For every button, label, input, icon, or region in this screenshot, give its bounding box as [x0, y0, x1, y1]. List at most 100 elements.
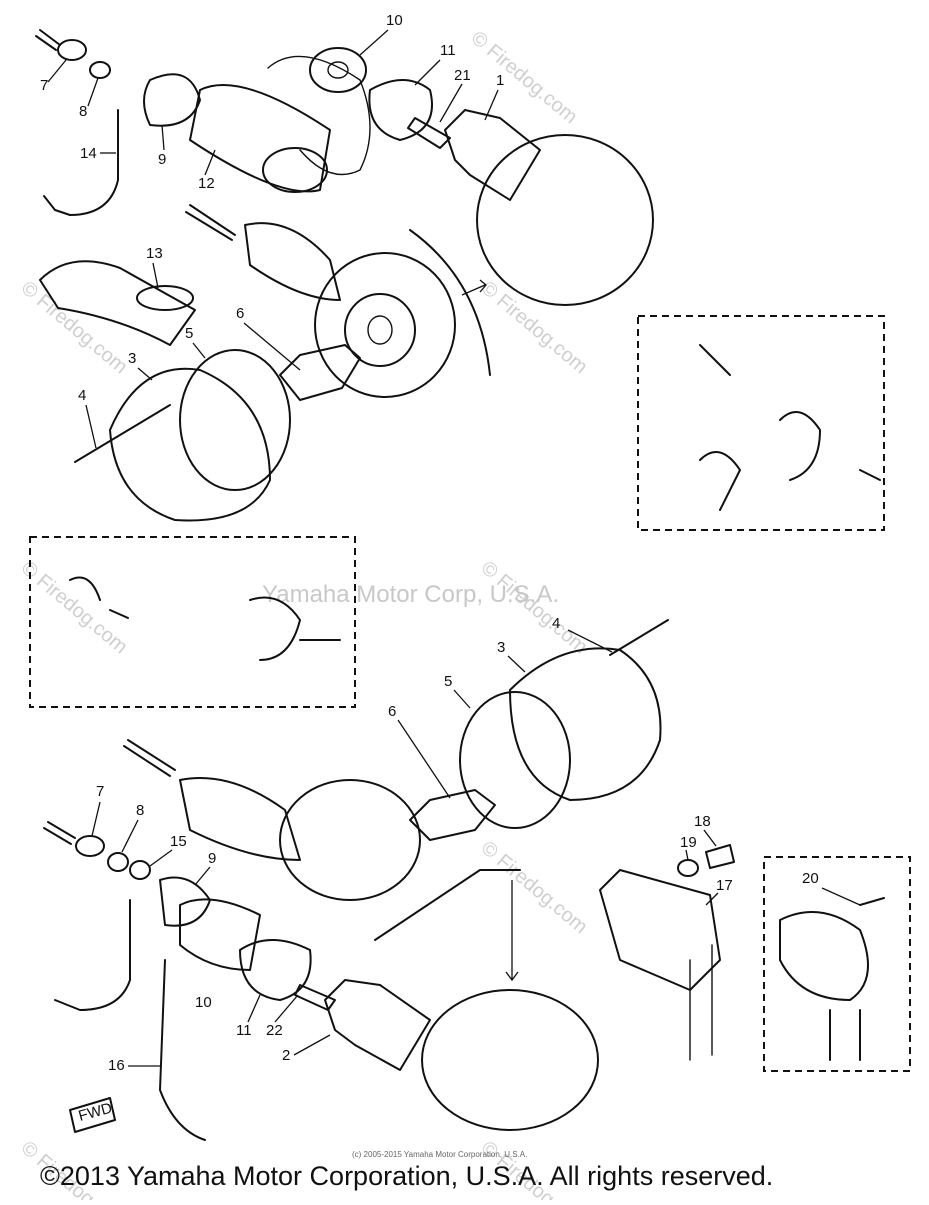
wire-part-16-lower — [159, 959, 206, 1141]
stem-part-1-upper — [444, 109, 541, 201]
leader-6-lower — [397, 719, 451, 799]
sleeve-part-10-lower — [179, 898, 261, 971]
leader-9-upper — [161, 124, 165, 151]
washer-part-8-lower — [107, 852, 129, 872]
callout-11-lower: 11 — [236, 1022, 252, 1039]
small-copyright-text: (c) 2005-2015 Yamaha Motor Corporation, … — [352, 1150, 527, 1159]
stem-part-2-lower — [324, 979, 431, 1071]
grommet-part-10-upper — [309, 47, 367, 93]
cover-part-11-lower — [239, 939, 312, 1001]
copyright-footer-text: ©2013 Yamaha Motor Corporation, U.S.A. A… — [40, 1161, 773, 1191]
watermark-right-lower: © Firedog.com — [477, 837, 592, 938]
inset-box-left-middle — [29, 536, 356, 708]
sleeve-part-12-upper — [189, 84, 331, 193]
inset-sketch-right-upper — [699, 344, 881, 511]
callout-3-lower: 3 — [497, 639, 505, 656]
callout-15-lower: 15 — [170, 833, 187, 850]
watermark-left-upper: © Firedog.com — [17, 277, 132, 378]
grommet-part-7-upper — [57, 39, 87, 61]
leader-15-lower — [149, 849, 173, 867]
leader-11-upper — [414, 59, 441, 86]
wire-connector-housing-lower — [123, 739, 176, 777]
fwd-badge-outline — [69, 1097, 116, 1133]
callouts-upper: 10 11 21 1 7 8 9 14 12 13 6 5 3 4 — [40, 12, 504, 449]
washer-part-9-upper — [143, 73, 201, 127]
bracket-part-17-lower — [599, 869, 721, 991]
bulb-part-6-upper — [279, 344, 361, 401]
bracket-line-lower — [374, 869, 521, 941]
watermark-left-mid: © Firedog.com — [17, 557, 132, 658]
leader-17-lower — [705, 892, 719, 906]
callout-4-lower: 4 — [552, 615, 560, 632]
leader-7-upper — [47, 59, 67, 83]
wire-connector-housing-upper — [185, 204, 236, 241]
callout-2-lower: 2 — [282, 1047, 290, 1064]
cover-hole-upper — [136, 285, 194, 311]
housing-socket-upper — [344, 293, 416, 367]
leader-8-lower — [121, 819, 139, 853]
watermark-top-right: © Firedog.com — [467, 27, 582, 128]
washer-part-19-lower — [677, 859, 699, 877]
lens-part-3-lower — [509, 647, 662, 801]
bracket-wires-lower — [689, 944, 713, 1061]
leader-11-lower — [247, 994, 261, 1023]
callout-3-upper: 3 — [128, 350, 136, 367]
callout-16-lower: 16 — [108, 1057, 125, 1074]
leader-1-upper — [484, 89, 499, 121]
leader-2-lower — [293, 1034, 331, 1056]
callout-5-lower: 5 — [444, 673, 452, 690]
leader-12-upper — [204, 149, 216, 176]
grommet-hole-upper — [327, 61, 349, 79]
inset-box-right-lower — [763, 856, 911, 1072]
inset-sketch-right-lower — [779, 911, 869, 1061]
callout-4-upper: 4 — [78, 387, 86, 404]
housing-socket-hole-upper — [367, 315, 393, 345]
lens-part-3-upper — [109, 367, 271, 522]
callout-22-lower: 22 — [266, 1022, 283, 1039]
leader-4-lower — [567, 629, 613, 653]
arrow-lower — [505, 880, 519, 982]
callout-17-lower: 17 — [716, 877, 733, 894]
callout-8-lower: 8 — [136, 802, 144, 819]
callout-14-upper: 14 — [80, 145, 97, 162]
callout-10-upper: 10 — [386, 12, 403, 29]
leader-7-lower — [91, 801, 101, 837]
lens-part-2-lower — [421, 989, 599, 1131]
wire-part-14-upper — [43, 109, 119, 216]
screw-part-4-upper — [74, 404, 171, 463]
callout-11-upper: 11 — [440, 42, 456, 59]
leader-21-upper — [439, 83, 463, 123]
leader-5-upper — [192, 342, 206, 359]
callout-9-lower: 9 — [208, 850, 216, 867]
leader-22-lower — [274, 994, 299, 1023]
inset-sketch-left-middle — [69, 576, 341, 661]
callout-9-upper: 9 — [158, 151, 166, 168]
arrow-upper — [461, 279, 487, 296]
leader-19-lower — [685, 849, 689, 861]
grommet-part-7-lower — [75, 835, 105, 857]
callout-20-lower: 20 — [802, 870, 819, 887]
leader-5-lower — [453, 689, 471, 709]
upper-assembly — [35, 29, 654, 522]
leader-4-upper — [85, 404, 97, 449]
wire-lower-left — [54, 899, 131, 1011]
bolt-part-18-lower — [705, 844, 735, 869]
callout-21-upper: 21 — [454, 67, 471, 84]
callout-7-upper: 7 — [40, 77, 48, 94]
bolt-part-21-upper — [407, 117, 451, 149]
leader-9-lower — [194, 866, 211, 886]
leader-10-upper — [359, 29, 389, 56]
leader-3-lower — [507, 655, 526, 673]
housing-body-lower — [279, 779, 421, 901]
callout-8-upper: 8 — [79, 103, 87, 120]
leader-8-upper — [87, 77, 99, 107]
nut-part-15-lower — [129, 860, 151, 880]
callout-13-upper: 13 — [146, 245, 163, 262]
leader-18-lower — [703, 829, 717, 847]
callouts-lower: 4 3 5 6 7 8 15 9 19 18 17 20 11 22 2 16 … — [91, 615, 861, 1074]
callout-5-upper: 5 — [185, 325, 193, 342]
callout-10-lower: 10 — [195, 994, 212, 1011]
sleeve-opening-upper — [262, 147, 328, 193]
